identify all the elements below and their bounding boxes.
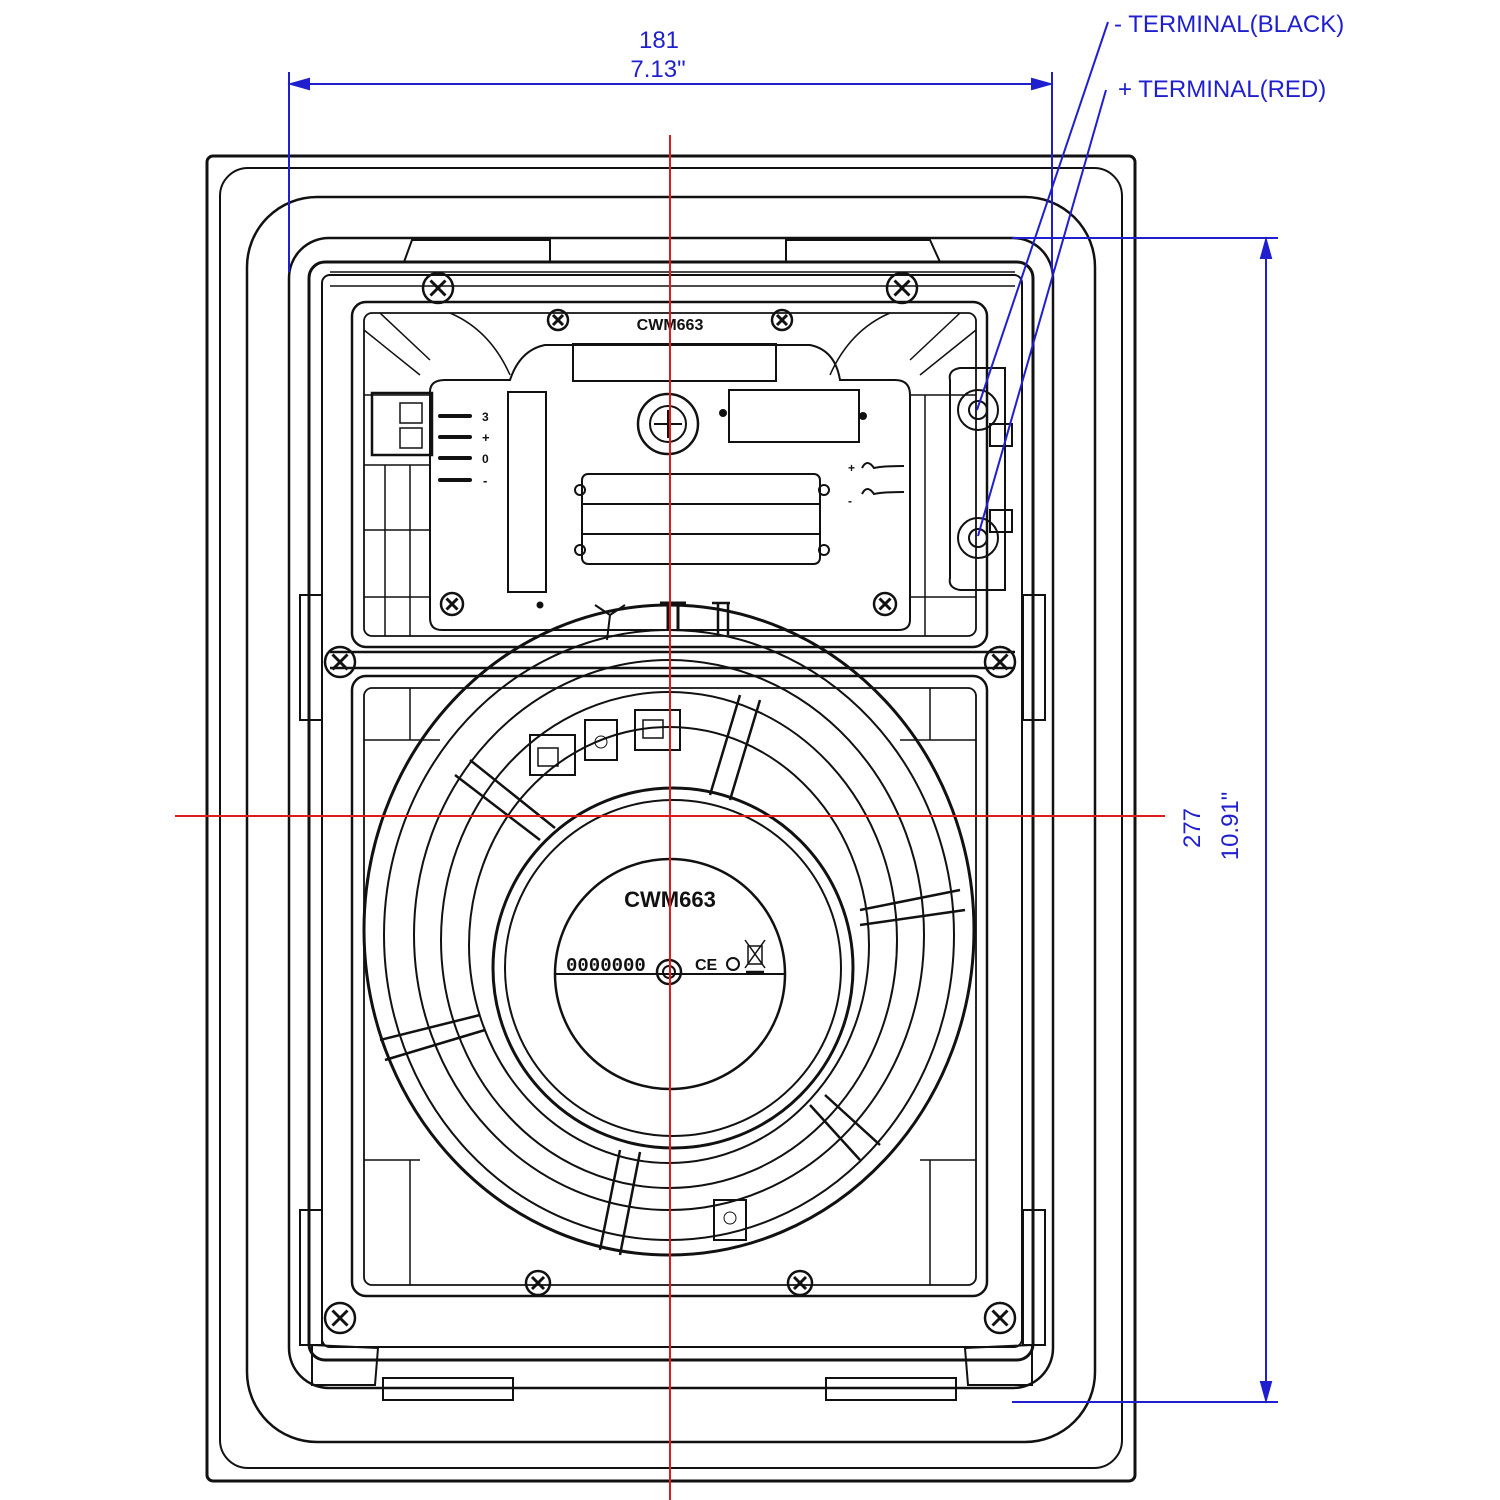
- screw-icon: [983, 645, 1017, 679]
- woofer-ce-mark: CE: [695, 957, 718, 974]
- corner-feet: [311, 1343, 1033, 1386]
- weee-bin-icon: [744, 939, 766, 974]
- screw-icon: [439, 591, 465, 617]
- centerlines: [175, 135, 1165, 1500]
- screw-icon: [770, 308, 794, 332]
- switch-label-3: -: [483, 473, 487, 488]
- switch-label-0: 3: [482, 410, 489, 424]
- positive-terminal-callout: + TERMINAL(RED): [1118, 76, 1326, 103]
- screw-icon: [323, 645, 357, 679]
- width-mm-label: 181: [639, 27, 679, 54]
- screw-icon: [885, 271, 919, 305]
- screw-icon: [872, 591, 898, 617]
- screw-icon: [524, 1269, 552, 1297]
- screws: [323, 271, 1017, 1335]
- woofer-label: CWM663 0000000 CE: [566, 887, 766, 977]
- switch-label-1: +: [482, 430, 490, 445]
- screw-icon: [983, 1301, 1017, 1335]
- input-label-1: -: [848, 494, 852, 508]
- switch-labels: 3 + 0 - + -: [482, 410, 855, 508]
- terminal-block: [370, 367, 1013, 591]
- woofer-serial-number: 0000000: [566, 955, 646, 977]
- height-mm-label: 277: [1179, 808, 1206, 848]
- screw-icon: [786, 1269, 814, 1297]
- width-in-label: 7.13": [630, 56, 685, 83]
- screw-icon: [323, 1301, 357, 1335]
- screw-icon: [421, 271, 455, 305]
- width-dimension: [287, 72, 1054, 272]
- screw-icon: [546, 308, 570, 332]
- height-in-label: 10.91": [1217, 792, 1244, 861]
- woofer-logo-mark: [726, 957, 740, 971]
- switch-label-2: 0: [482, 452, 489, 466]
- terminal-leaders: [976, 21, 1109, 537]
- negative-terminal-callout: - TERMINAL(BLACK): [1114, 11, 1344, 38]
- crossover-board: [429, 343, 911, 641]
- height-dimension: [1012, 236, 1278, 1404]
- input-label-0: +: [848, 461, 855, 475]
